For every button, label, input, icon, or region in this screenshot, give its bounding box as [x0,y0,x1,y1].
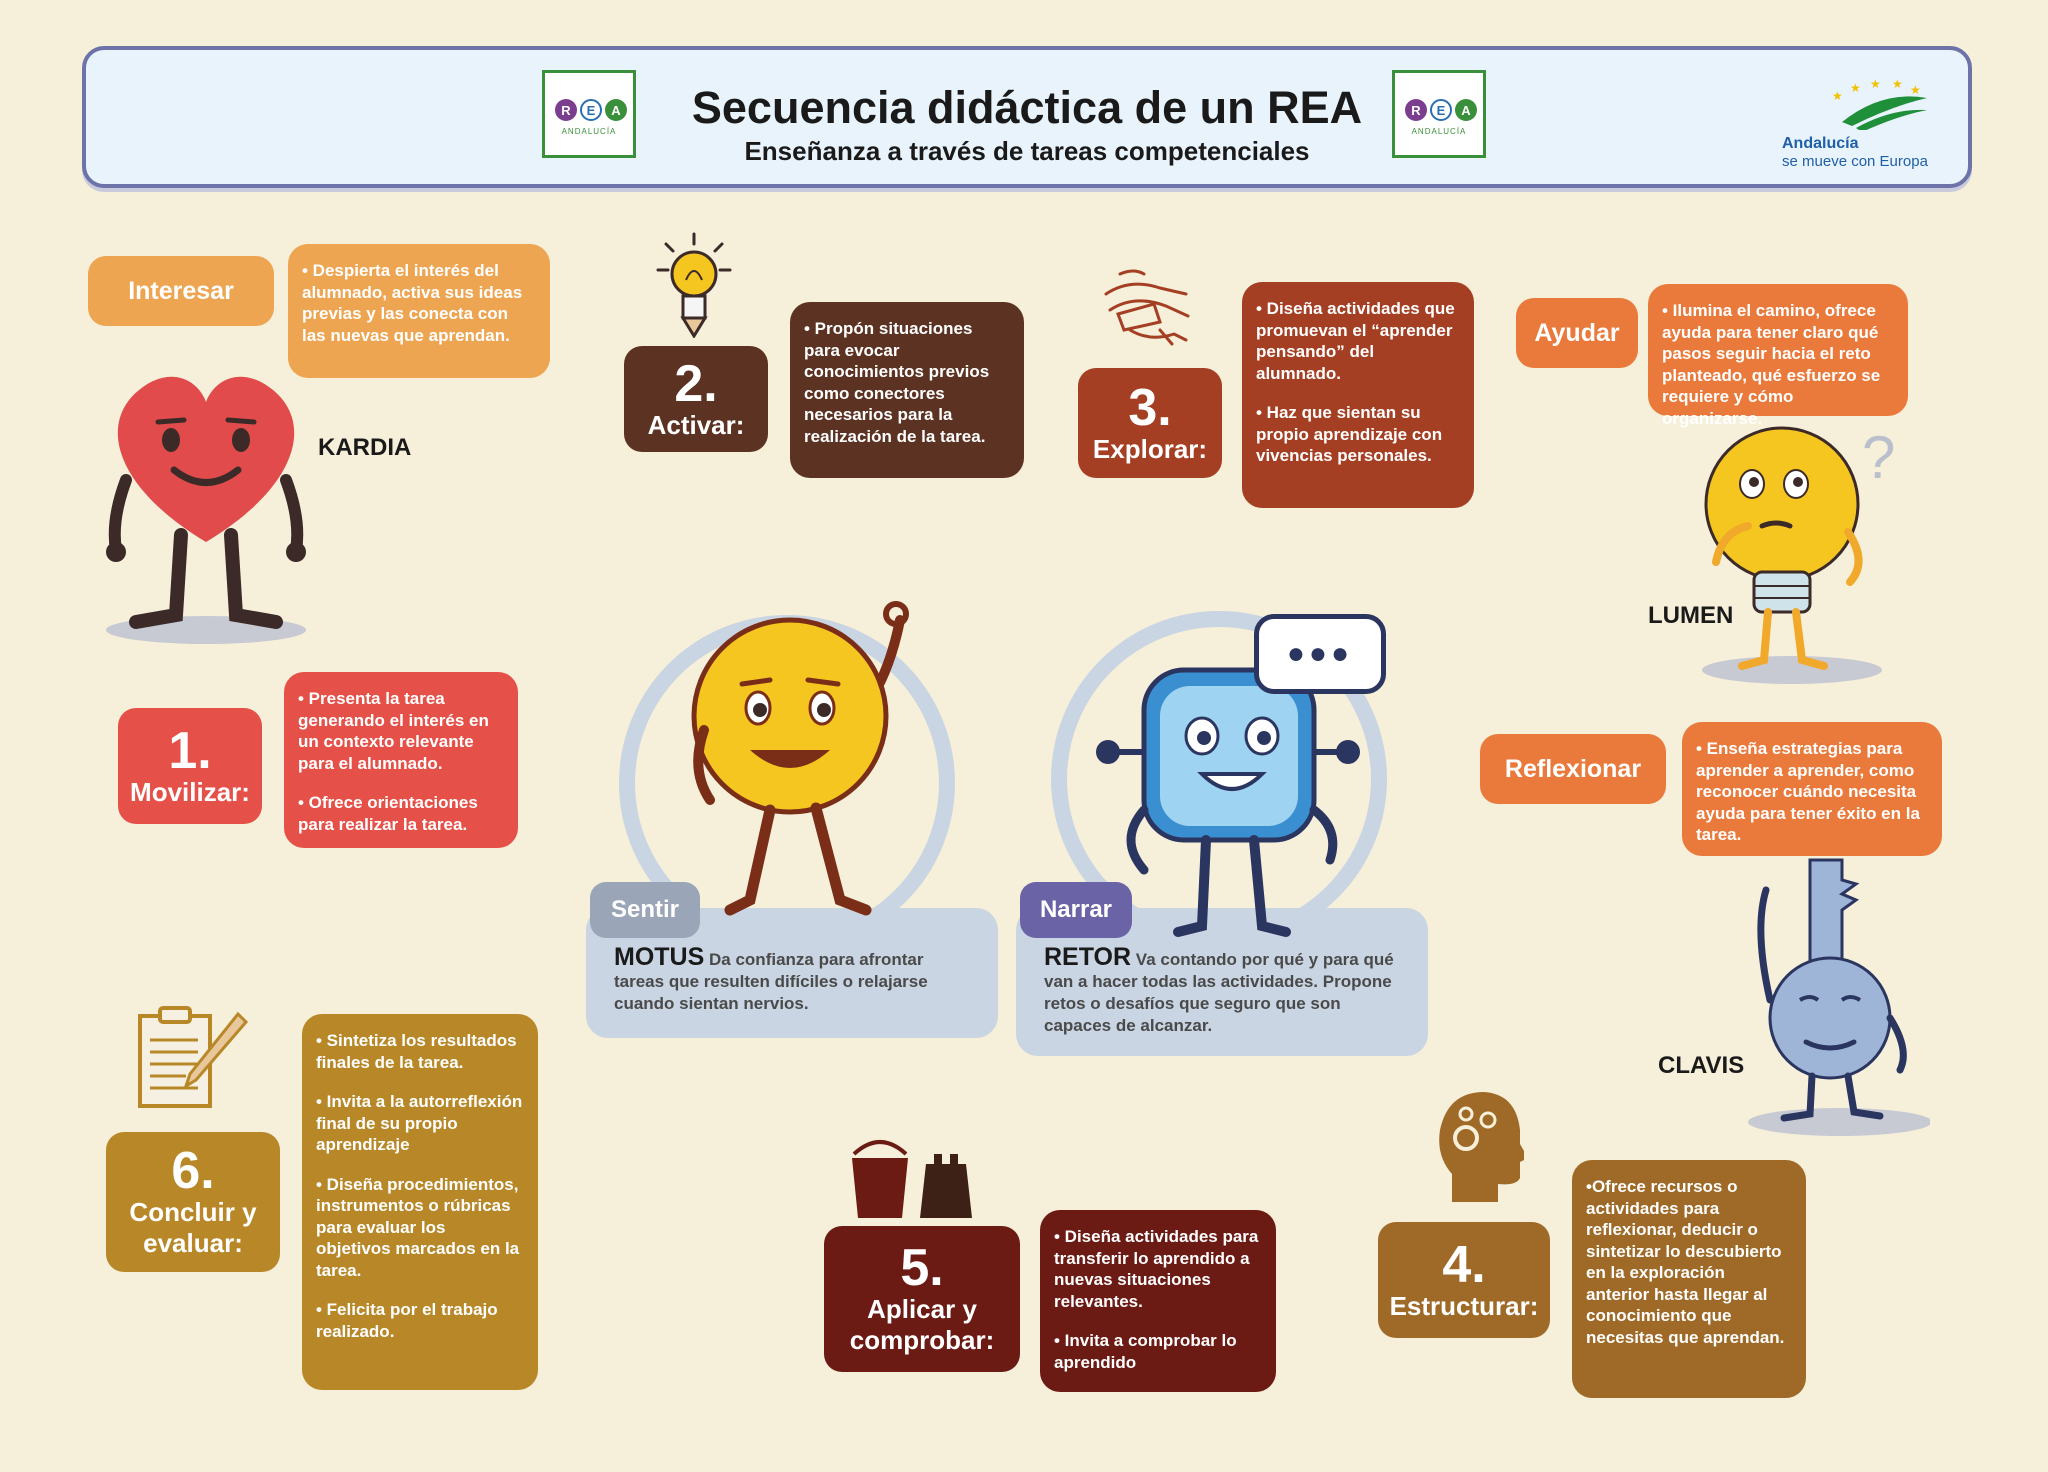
step6-box: 6. Concluir y evaluar: [106,1132,280,1272]
step3-point: • Haz que sientan su propio aprendizaje … [1256,403,1443,465]
ayudar-bubble: • Ilumina el camino, ofrece ayuda para t… [1648,284,1908,428]
rea-sub-label: ANDALUCÍA [1411,127,1467,136]
step4-point: •Ofrece recursos o actividades para refl… [1586,1177,1785,1347]
rea-letter-a: A [605,99,627,121]
rea-letter-r: R [1405,99,1427,121]
narrar-tag: Narrar [1020,882,1132,938]
sentir-tag-text: Sentir [610,896,679,923]
page-title: Secuencia didáctica de un REA [691,82,1363,133]
step4-label: Estructurar: [1389,1290,1539,1321]
andalucia-line1: Andalucía [1782,135,1859,152]
step4-bubble: •Ofrece recursos o actividades para refl… [1572,1160,1806,1398]
step5-number: 5. [900,1239,944,1297]
step6-bubble: • Sintetiza los resultados finales de la… [302,1014,538,1390]
step2-box: 2. Activar: [624,346,768,452]
step2-label: Activar: [647,409,745,440]
lightbulb-pencil-icon [656,232,732,338]
svg-text:★: ★ [1870,80,1881,91]
rea-letter-e: E [1430,99,1452,121]
step2-point: • Propón situaciones para evocar conocim… [804,319,990,446]
speech-dots: ●●● [1286,637,1354,670]
step5-box: 5. Aplicar y comprobar: [824,1226,1020,1372]
step3-label: Explorar: [1092,433,1208,464]
step4-number: 4. [1442,1235,1486,1294]
step5-label: Aplicar y comprobar: [849,1294,995,1355]
step6-point: • Diseña procedimientos, instrumentos o … [316,1174,520,1280]
step5-bubble: • Diseña actividades para transferir lo … [1040,1210,1276,1392]
narrar-tag-text: Narrar [1039,896,1113,923]
step4-box: 4. Estructurar: [1378,1222,1550,1338]
lightbulb-character-lumen: ? [1702,424,1895,684]
bucket-sandcastle-icon [852,1140,972,1218]
interesar-label: Interesar [88,256,274,326]
motus-name: MOTUS [614,943,705,971]
header-banner: R E A ANDALUCÍA Secuencia didáctica de u… [82,46,1972,188]
step1-point: • Ofrece orientaciones para realizar la … [298,793,478,834]
ayudar-label: Ayudar [1516,298,1638,368]
step1-label: Movilizar: [130,776,250,807]
step6-point: • Sintetiza los resultados finales de la… [316,1031,517,1072]
rea-letter-r: R [555,99,577,121]
step2-bubble: • Propón situaciones para evocar conocim… [790,302,1024,478]
step2-number: 2. [674,354,718,413]
step1-number: 1. [168,721,212,780]
svg-text:★: ★ [1892,80,1903,91]
key-character-clavis [1748,858,1930,1136]
retor-character [1096,667,1360,937]
ayudar-text: • Ilumina el camino, ofrece ayuda para t… [1662,301,1881,428]
page-subtitle: Enseñanza a través de tareas competencia… [744,136,1310,166]
svg-text:?: ? [1862,424,1895,491]
stars-flag-icon: ★ ★ ★ ★ ★ [1832,77,1927,132]
step6-point: • Felicita por el trabajo realizado. [316,1300,498,1341]
character-name-lumen: LUMEN [1648,602,1734,629]
motus-character [691,601,909,916]
svg-text:★: ★ [1832,89,1843,103]
ayudar-label-text: Ayudar [1534,318,1620,347]
step5-point: • Invita a comprobar lo aprendido [1054,1331,1237,1372]
step1-bubble: • Presenta la tarea generando el interés… [284,672,518,848]
step3-point: • Diseña actividades que promuevan el “a… [1256,299,1455,383]
head-gears-icon [1439,1092,1524,1202]
sentir-tag: Sentir [590,882,700,938]
step1-point: • Presenta la tarea generando el interés… [298,689,489,773]
rea-letter-e: E [580,99,602,121]
reflexionar-label: Reflexionar [1480,734,1666,804]
retor-description-card: RETOR Va contando por qué y para qué van… [1016,908,1428,1056]
motus-text: Da confianza para afrontar tareas que re… [614,950,928,1013]
step3-box: 3. Explorar: [1078,368,1222,478]
heart-character-kardia [106,376,306,644]
reflexionar-text: • Enseña estrategias para aprender a apr… [1696,739,1920,844]
retor-speech-bubble: ●●● [1254,614,1386,694]
interesar-label-text: Interesar [128,276,234,305]
step3-bubble: • Diseña actividades que promuevan el “a… [1242,282,1474,508]
character-name-kardia: KARDIA [318,434,412,461]
rea-logo-right: R E A ANDALUCÍA [1392,70,1486,158]
step6-number: 6. [171,1142,215,1200]
rea-logo-left: R E A ANDALUCÍA [542,70,636,158]
step6-point: • Invita a la autorreflexión final de su… [316,1092,523,1154]
clipboard-pencil-icon [138,1006,248,1108]
character-name-clavis: CLAVIS [1658,1052,1745,1079]
reflexionar-label-text: Reflexionar [1504,754,1642,783]
hands-writing-icon [1104,269,1190,346]
step6-label: Concluir y evaluar: [129,1197,257,1258]
rea-letter-a: A [1455,99,1477,121]
rea-sub-label: ANDALUCÍA [561,127,617,136]
andalucia-logo: ★ ★ ★ ★ ★ Andalucía se mueve con Europa [1782,77,1932,171]
interesar-text: • Despierta el interés del alumnado, act… [302,261,523,345]
svg-text:★: ★ [1910,83,1921,97]
step1-box: 1. Movilizar: [118,708,262,824]
reflexionar-bubble: • Enseña estrategias para aprender a apr… [1682,722,1942,856]
retor-text: Va contando por qué y para qué van a hac… [1044,950,1394,1035]
step5-point: • Diseña actividades para transferir lo … [1054,1227,1259,1311]
step3-number: 3. [1128,378,1172,437]
svg-text:★: ★ [1850,81,1861,95]
retor-name: RETOR [1044,943,1132,971]
interesar-bubble: • Despierta el interés del alumnado, act… [288,244,550,378]
andalucia-line2: se mueve con Europa [1782,153,1928,170]
